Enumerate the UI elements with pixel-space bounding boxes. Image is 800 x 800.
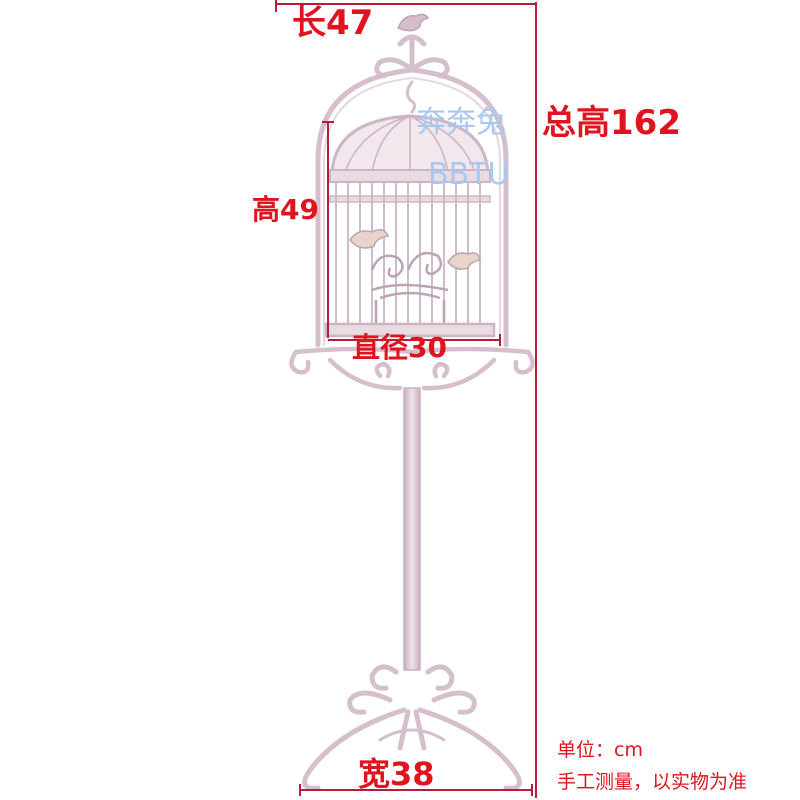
- watermark-latin: BBTU: [428, 157, 510, 192]
- dimension-lines: [275, 0, 537, 798]
- bird-cage: [324, 114, 496, 338]
- watermark-chinese: 奔奔兔: [416, 105, 506, 140]
- cage-height-label: 高49: [252, 193, 319, 226]
- stand-frame: [315, 34, 509, 348]
- stand-pole: [403, 387, 421, 671]
- measurement-note: 手工测量，以实物为准: [557, 771, 748, 793]
- diameter-label: 直径30: [352, 331, 447, 364]
- total-height-label: 总高162: [542, 103, 681, 143]
- stand-base: [302, 664, 522, 791]
- mid-scroll-shelf: [289, 346, 535, 391]
- top-bird-ornament: [397, 13, 430, 32]
- length-label: 长47: [292, 3, 374, 43]
- unit-note: 单位：cm: [557, 739, 643, 761]
- base-width-label: 宽38: [358, 755, 435, 793]
